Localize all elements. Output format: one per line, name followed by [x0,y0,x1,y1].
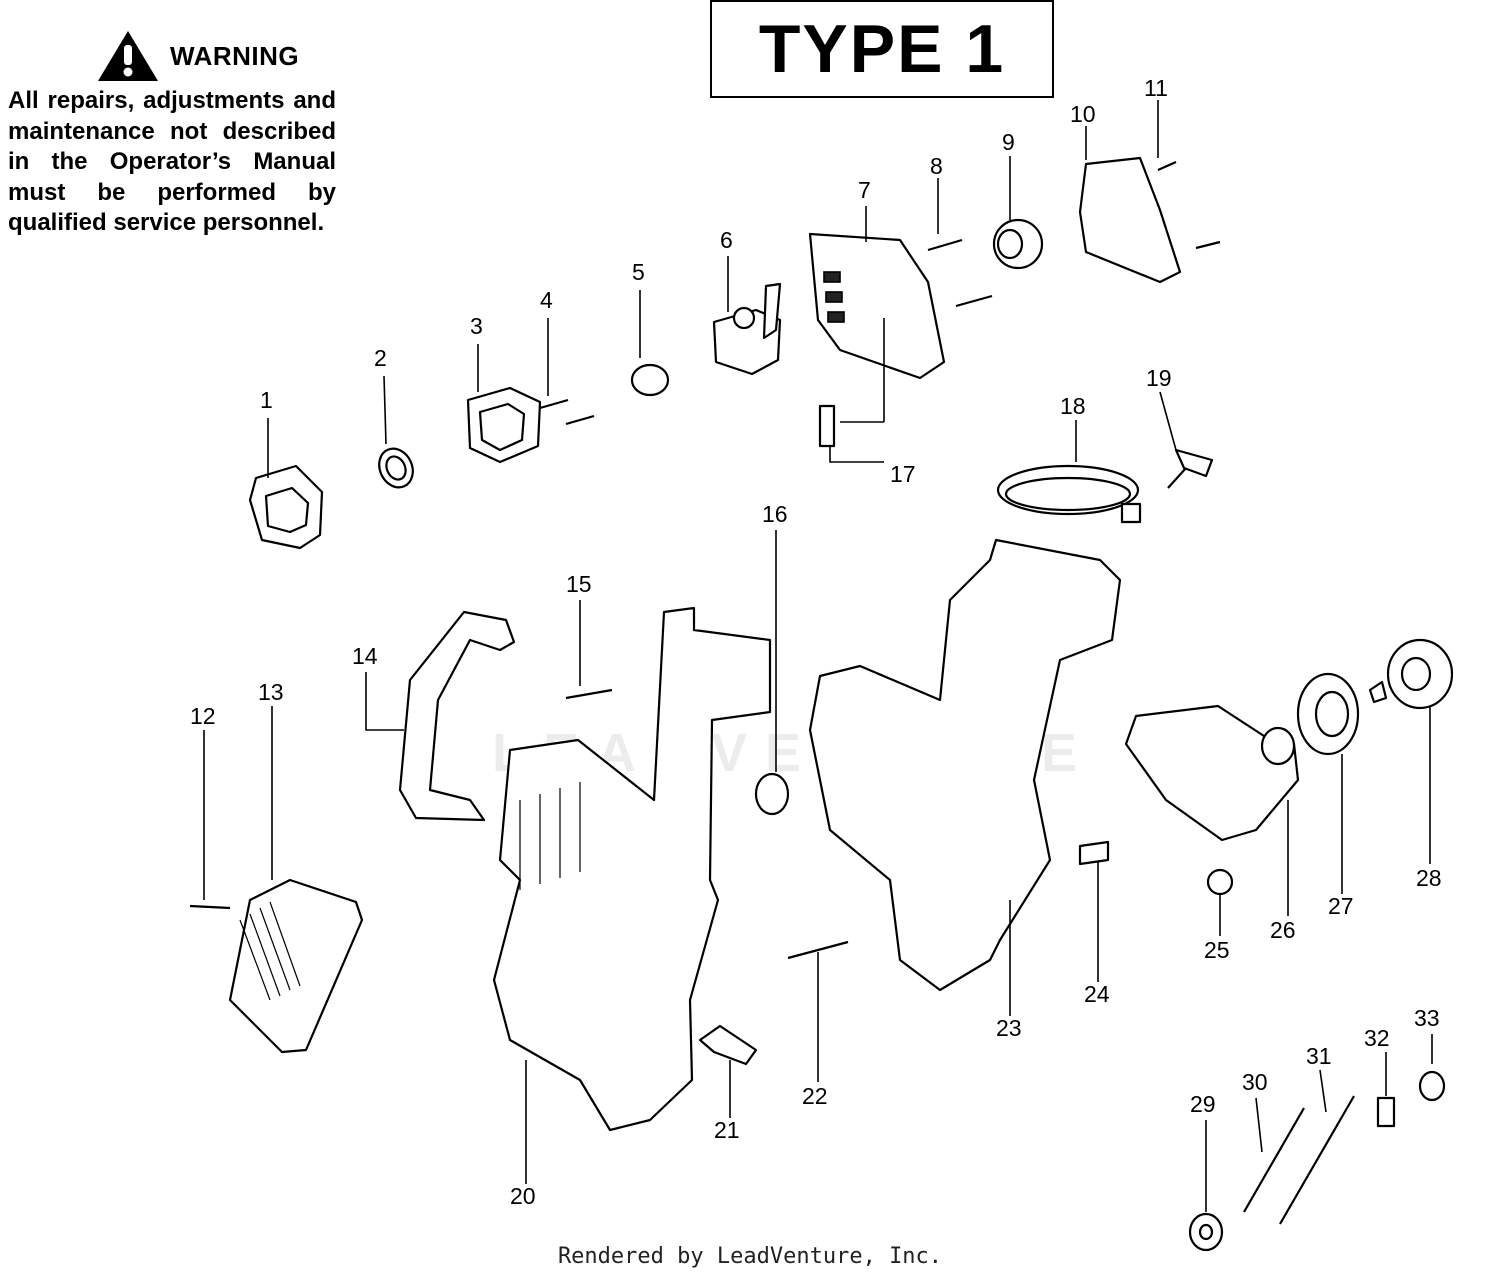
label-2: 2 [374,345,387,371]
part-1-gasket [248,418,324,550]
label-32: 32 [1364,1025,1390,1051]
part-10-filter-cover [1078,126,1182,284]
label-9: 9 [1002,129,1015,155]
label-17: 17 [890,461,916,487]
part-2-seal [378,375,414,489]
warning-text: All repairs, adjustments and maintenance… [8,87,336,236]
label-4: 4 [540,287,553,313]
part-8-screws [927,178,993,308]
label-8: 8 [930,153,943,179]
part-14-handle [365,610,516,822]
part-11-screws [1157,100,1221,250]
part-23-blower-housing [808,538,1122,1016]
part-27-seal-ring [1296,672,1360,894]
warning-title: WARNING [170,40,300,71]
label-31: 31 [1306,1043,1332,1069]
footer-credit: Rendered by LeadVenture, Inc. [557,1244,943,1269]
warning-block: WARNING All repairs, adjustments and mai… [8,28,338,239]
part-12-screw [189,730,231,910]
label-12: 12 [190,703,216,729]
part-16-fan-nut [754,530,790,816]
part-28-fuel-cap [1368,638,1454,864]
part-19-knob [1159,391,1214,489]
part-9-air-filter [992,156,1044,270]
part-21-clip [698,1024,758,1118]
label-13: 13 [258,679,284,705]
label-24: 24 [1084,981,1110,1007]
label-21: 21 [714,1117,740,1143]
part-15-screw [565,600,613,700]
part-29-grommet [1188,1120,1224,1252]
label-27: 27 [1328,893,1354,919]
part-4-screws [539,318,595,426]
part-7-filter-plate [808,206,946,422]
part-22-pin [787,940,849,1082]
part-18-clamp [996,420,1142,524]
type-label-box: TYPE 1 [710,0,1054,98]
label-16: 16 [762,501,788,527]
label-33: 33 [1414,1005,1440,1031]
part-24-grommet [1078,840,1110,982]
label-22: 22 [802,1083,828,1109]
label-25: 25 [1204,937,1230,963]
part-3-adapter [466,344,542,464]
label-14: 14 [352,643,378,669]
part-33-fitting [1418,1034,1446,1102]
part-labels: 1 2 3 4 5 6 7 8 9 10 11 12 13 14 15 16 1… [190,75,1442,1209]
warning-header: WARNING [8,28,338,84]
label-30: 30 [1242,1069,1268,1095]
label-6: 6 [720,227,733,253]
part-17-foam-block [818,404,884,463]
label-23: 23 [996,1015,1022,1041]
label-26: 26 [1270,917,1296,943]
label-18: 18 [1060,393,1086,419]
warning-triangle-icon [98,31,158,81]
part-26-fuel-tank [1124,704,1300,916]
label-10: 10 [1070,101,1096,127]
label-15: 15 [566,571,592,597]
part-5-o-ring [630,290,670,397]
part-30-fuel-line [1243,1097,1305,1213]
part-6-carburetor [712,256,782,376]
label-29: 29 [1190,1091,1216,1117]
label-7: 7 [858,177,871,203]
part-20-blower-housing [492,606,772,1184]
part-13-spark-cover [228,706,364,1054]
label-3: 3 [470,313,483,339]
part-32-fuel-filter [1376,1052,1396,1128]
type-label: TYPE 1 [758,11,1006,87]
label-19: 19 [1146,365,1172,391]
label-20: 20 [510,1183,536,1209]
label-1: 1 [260,387,273,413]
label-11: 11 [1144,75,1168,101]
label-5: 5 [632,259,645,285]
part-25-cap [1206,868,1234,936]
part-31-fuel-line [1279,1069,1355,1225]
label-28: 28 [1416,865,1442,891]
